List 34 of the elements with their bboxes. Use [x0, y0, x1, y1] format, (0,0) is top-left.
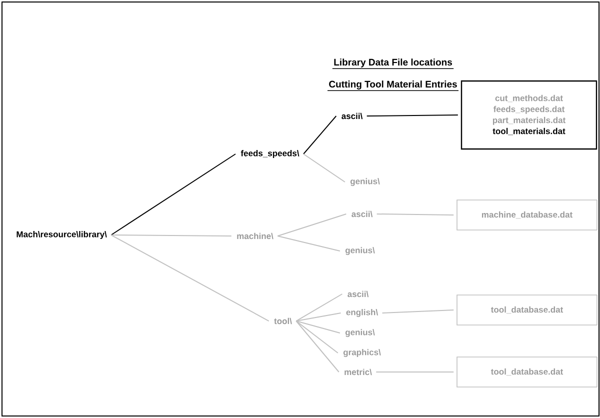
- folder-label: Mach\resource\library\: [16, 231, 107, 239]
- folder-label: feeds_speeds\: [240, 150, 300, 158]
- connector-line: [296, 320, 340, 372]
- folder-label: metric\: [344, 368, 372, 376]
- folder-label: machine\: [237, 232, 274, 240]
- folder-label: ascii\: [352, 210, 373, 218]
- connector-line: [277, 236, 340, 252]
- file-box: tool_database.dat: [456, 356, 598, 388]
- folder-label: ascii\: [348, 290, 369, 298]
- connector-line: [110, 234, 232, 236]
- connector-line: [110, 234, 270, 322]
- folder-label: tool\: [274, 318, 292, 324]
- file-box: cut_methods.dat feeds_speeds.dat part_materials.dat tool_materials.dat: [460, 80, 598, 150]
- subtitle: Cutting Tool Material Entries: [327, 80, 459, 91]
- folder-label: genius\: [345, 329, 375, 337]
- folder-label: ascii\: [342, 112, 363, 120]
- connector-line: [296, 312, 342, 322]
- connector-line: [303, 116, 337, 154]
- connector-line: [296, 320, 338, 354]
- file-box: machine_database.dat: [456, 200, 598, 230]
- connector-line: [376, 214, 454, 216]
- connector-line: [382, 310, 454, 314]
- connector-line: [277, 214, 347, 236]
- folder-label: genius\: [345, 247, 375, 255]
- folder-label: genius\: [350, 178, 380, 186]
- connector-line: [110, 154, 236, 236]
- connector-line: [366, 114, 458, 116]
- connector-line: [296, 294, 343, 322]
- file-box: tool_database.dat: [456, 294, 598, 326]
- connector-line: [296, 320, 340, 334]
- title: Library Data File locations: [332, 58, 454, 69]
- folder-label: english\: [346, 309, 378, 317]
- folder-label: graphics\: [343, 349, 381, 357]
- connector-line: [303, 154, 346, 182]
